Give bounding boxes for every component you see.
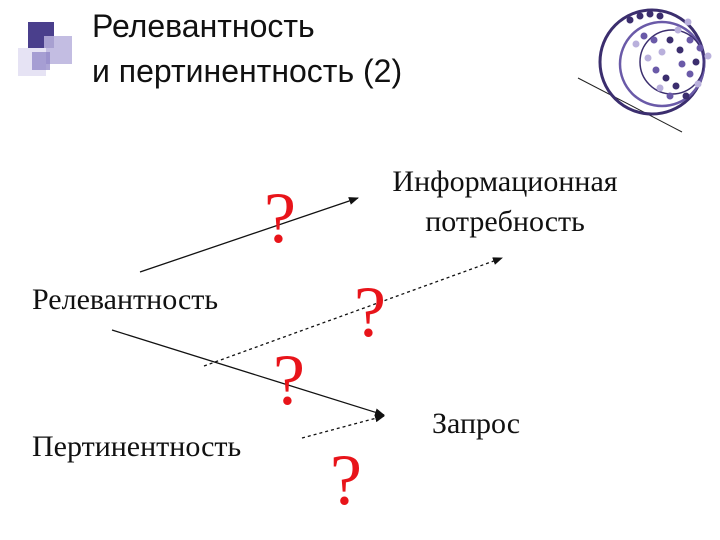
slide-title: Релевантность и пертинентность (2) — [92, 4, 402, 94]
relevance-label: Релевантность — [32, 283, 219, 316]
question-mark-1: ? — [264, 178, 296, 258]
decorative-circles — [577, 8, 712, 133]
information-need-line-1: Информационная — [392, 165, 618, 198]
query-label: Запрос — [432, 407, 521, 440]
question-mark-3: ? — [273, 340, 305, 420]
arrow-pertinence-to-need — [203, 257, 503, 367]
question-mark-2: ? — [354, 272, 386, 352]
arrow-pertinence-to-query — [301, 414, 385, 439]
question-mark-4: ? — [330, 440, 362, 520]
information-need-line-2: потребность — [425, 205, 585, 238]
arrow-relevance-to-need — [139, 197, 359, 273]
slide-title-line-1: Релевантность — [92, 8, 315, 44]
title-bullet-decoration — [18, 22, 74, 80]
pertinence-label: Пертинентность — [32, 430, 242, 463]
slide-title-line-2: и пертинентность (2) — [92, 53, 403, 89]
arrow-relevance-to-query — [111, 329, 385, 417]
information-need-label: Информационная потребность — [340, 162, 670, 242]
